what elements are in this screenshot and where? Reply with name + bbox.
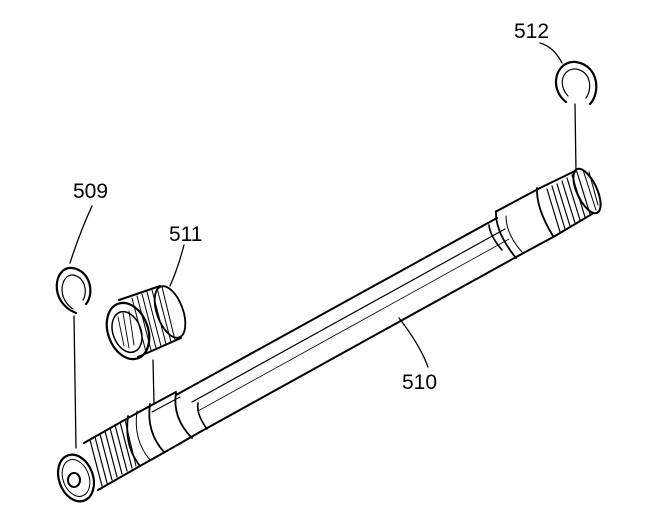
align-line-512 xyxy=(574,103,577,173)
leader-511 xyxy=(169,244,185,287)
shaft-right-collar xyxy=(495,187,556,259)
callout-509: 509 xyxy=(73,180,108,203)
leader-509 xyxy=(69,205,93,264)
callout-512: 512 xyxy=(514,20,549,43)
leader-lines xyxy=(69,42,577,449)
callout-labels: 509 510 511 512 xyxy=(73,20,549,394)
snap-ring-509 xyxy=(55,266,92,315)
align-line-511 xyxy=(152,359,155,405)
align-line-509 xyxy=(73,315,77,449)
leader-512 xyxy=(539,42,563,64)
shaft-right-spline xyxy=(539,167,602,237)
callout-510: 510 xyxy=(402,371,437,394)
snap-ring-512 xyxy=(555,60,598,106)
shaft-left-spline xyxy=(56,417,141,503)
shaft-left-collar xyxy=(126,391,201,467)
leader-510 xyxy=(398,317,429,368)
needle-bearing-511 xyxy=(105,285,187,361)
shaft-body xyxy=(175,217,519,433)
shaft-510 xyxy=(56,167,602,503)
callout-511: 511 xyxy=(169,223,202,246)
